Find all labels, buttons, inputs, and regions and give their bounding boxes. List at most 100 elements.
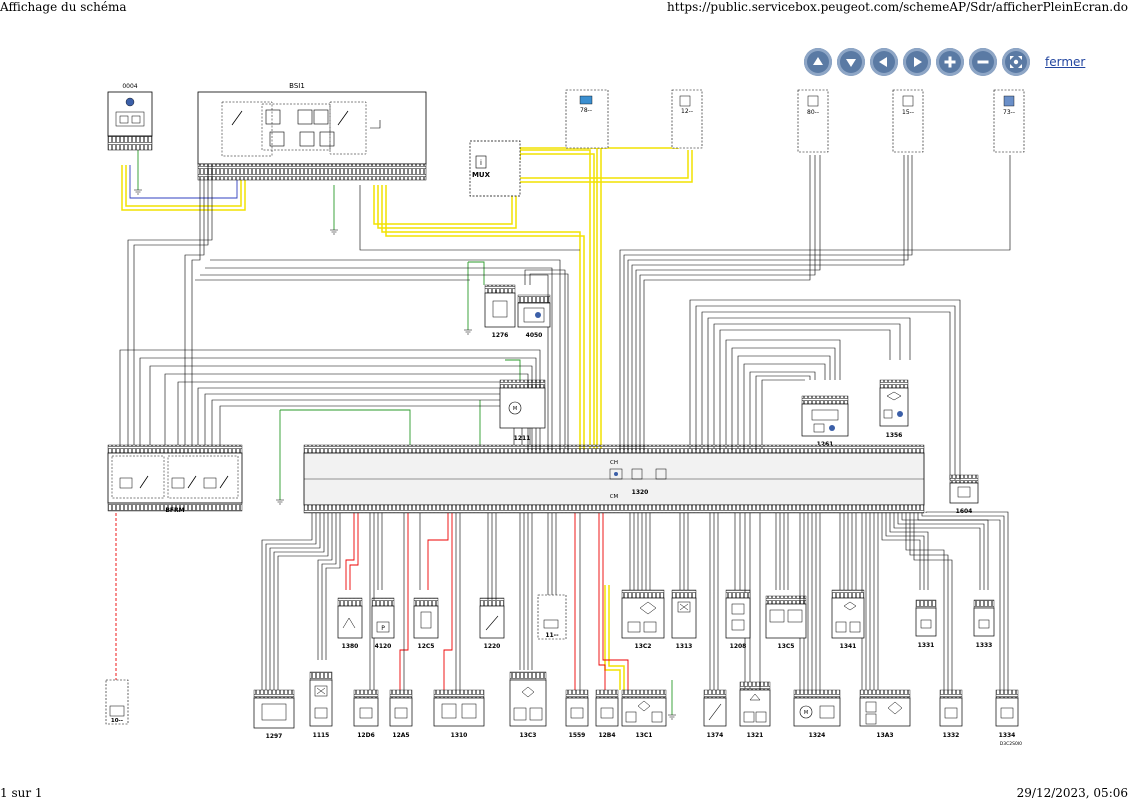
component-label-MUX: MUX — [472, 171, 491, 179]
component-1276[interactable]: 1276 — [484, 284, 516, 339]
component-13C5[interactable]: 13C5 — [765, 595, 807, 650]
pan-up-button[interactable] — [804, 48, 832, 76]
component-12D6[interactable]: 12D6 — [353, 689, 379, 739]
fuel-icon — [631, 468, 643, 480]
component-BSI1[interactable]: BSI1 — [197, 82, 427, 181]
close-link[interactable]: fermer — [1045, 55, 1086, 69]
device-icon — [1003, 95, 1015, 107]
arrow-up-icon — [813, 57, 823, 65]
component-1313[interactable]: 1313 — [671, 589, 697, 650]
component-label-13A3: 13A3 — [876, 732, 893, 739]
component-78[interactable]: 78-- — [565, 89, 609, 149]
component-13C3[interactable]: 13C3 — [509, 671, 547, 739]
connector-label-CH: CH — [610, 460, 618, 466]
gear-icon — [807, 95, 819, 107]
page-title: Affichage du schéma — [0, 0, 127, 14]
component-1115[interactable]: 1115 — [309, 671, 333, 739]
component-label-12C5: 12C5 — [418, 643, 435, 650]
component-label-10: 10-- — [111, 718, 123, 724]
pan-down-button[interactable] — [837, 48, 865, 76]
component-label-1341: 1341 — [840, 643, 857, 650]
svg-text:P: P — [381, 625, 385, 632]
component-13A3[interactable]: 13A3 — [859, 689, 911, 739]
component-label-1313: 1313 — [676, 643, 693, 650]
component-1380[interactable]: 1380 — [337, 597, 363, 650]
component-1261[interactable]: 1261 — [801, 395, 849, 448]
component-73[interactable]: 73-- — [993, 89, 1025, 153]
component-label-BFRM: BFRM — [165, 507, 184, 514]
print-datetime: 29/12/2023, 05:06 — [1016, 786, 1128, 800]
component-label-1310: 1310 — [451, 732, 468, 739]
page-count: 1 sur 1 — [0, 786, 43, 800]
diagram-navigation: fermer — [804, 48, 1085, 76]
component-13C2[interactable]: 13C2 — [621, 589, 665, 650]
component-1208[interactable]: 1208 — [725, 589, 751, 650]
plus-icon — [944, 56, 956, 68]
component-1332[interactable]: 1332 — [939, 689, 963, 739]
component-1333[interactable]: 1333 — [973, 599, 995, 649]
component-label-1333: 1333 — [976, 642, 993, 649]
component-1341[interactable]: 1341 — [831, 589, 865, 650]
component-label-1324: 1324 — [809, 732, 826, 739]
pan-right-button[interactable] — [903, 48, 931, 76]
component-12B4[interactable]: 12B4 — [595, 689, 619, 739]
yellow-bus-wires — [121, 145, 693, 690]
component-15[interactable]: 15-- — [892, 89, 924, 153]
component-label-1220: 1220 — [484, 643, 501, 650]
component-label-4120: 4120 — [375, 643, 392, 650]
component-label-15: 15-- — [902, 109, 914, 116]
component-1211[interactable]: M 1211 — [499, 379, 546, 442]
component-1324[interactable]: M 1324 — [793, 689, 841, 739]
component-1321[interactable]: 1321 — [739, 681, 771, 739]
component-label-11: 11-- — [545, 632, 559, 639]
component-label-1380: 1380 — [342, 643, 359, 650]
component-10[interactable]: 10-- — [105, 679, 129, 725]
component-0004[interactable]: 0004 — [107, 83, 153, 151]
component-label-13C5: 13C5 — [778, 643, 795, 650]
component-label-1297: 1297 — [266, 733, 283, 740]
component-1220[interactable]: 1220 — [479, 597, 505, 650]
component-12A5[interactable]: 12A5 — [389, 689, 413, 739]
component-label-1604: 1604 — [956, 508, 973, 515]
component-4050[interactable]: 4050 — [517, 294, 551, 339]
red-wires — [115, 513, 629, 690]
sensor-icon — [655, 468, 667, 480]
component-1374[interactable]: 1374 — [703, 689, 727, 739]
instrument-icon — [125, 97, 135, 107]
component-label-1115: 1115 — [313, 732, 330, 739]
component-1604[interactable]: 1604 — [949, 474, 979, 515]
component-12[interactable]: 12-- — [671, 89, 703, 149]
zoom-out-button[interactable] — [969, 48, 997, 76]
component-label-12A5: 12A5 — [392, 732, 409, 739]
component-label-1356: 1356 — [886, 432, 903, 439]
component-1559[interactable]: 1559 — [565, 689, 589, 739]
component-label-13C3: 13C3 — [520, 732, 537, 739]
component-BFRM[interactable]: BFRM — [107, 444, 243, 514]
component-1320[interactable]: CH CM 1320 — [303, 444, 925, 514]
component-label-12: 12-- — [681, 108, 693, 115]
star-icon — [902, 95, 914, 107]
component-80[interactable]: 80-- — [797, 89, 829, 153]
fit-view-button[interactable] — [1002, 48, 1030, 76]
info-icon: i — [480, 159, 482, 167]
svg-text:M: M — [513, 406, 517, 412]
pan-left-button[interactable] — [870, 48, 898, 76]
component-label-1208: 1208 — [730, 643, 747, 650]
component-label-1261: 1261 — [817, 441, 834, 448]
component-1310[interactable]: 1310 — [433, 689, 485, 739]
arrow-left-icon — [879, 57, 887, 67]
component-12C5[interactable]: 12C5 — [413, 597, 439, 650]
component-1356[interactable]: 1356 — [879, 379, 909, 439]
zoom-in-button[interactable] — [936, 48, 964, 76]
engine-icon — [609, 468, 623, 480]
svg-text:M: M — [804, 710, 808, 716]
component-1297[interactable]: 1297 — [253, 689, 295, 740]
component-4120[interactable]: P 4120 — [371, 597, 395, 650]
component-13C1[interactable]: 13C1 — [621, 689, 667, 739]
component-1331[interactable]: 1331 — [915, 599, 937, 649]
component-label-1321: 1321 — [747, 732, 764, 739]
component-1334[interactable]: 1334 — [995, 689, 1019, 739]
component-11[interactable]: 11-- — [537, 594, 567, 640]
component-MUX[interactable]: i MUX — [469, 140, 521, 197]
page-url: https://public.servicebox.peugeot.com/sc… — [667, 0, 1128, 14]
